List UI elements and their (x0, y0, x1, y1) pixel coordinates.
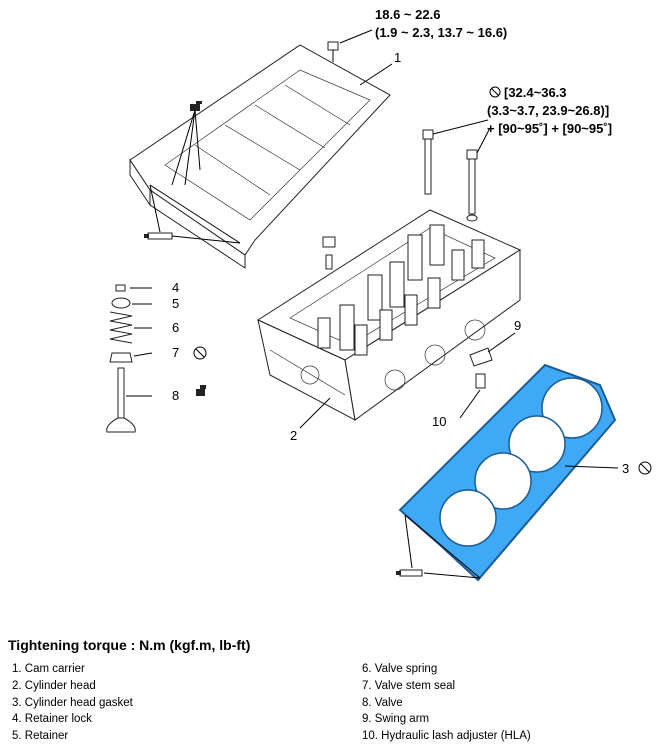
legend-right-column: 6. Valve spring 7. Valve stem seal 8. Va… (362, 661, 531, 745)
label-10: 10 (432, 414, 446, 429)
valve-train (317, 224, 485, 356)
legend-item: 9. Swing arm (362, 713, 430, 726)
valve (106, 367, 136, 433)
head-dowel (322, 236, 336, 270)
legend-item: 8. Valve (362, 696, 403, 709)
circle-slash-icon (489, 86, 501, 98)
sealant-icon (196, 385, 206, 396)
label-4: 4 (172, 280, 179, 295)
legend-item: 1. Cam carrier (12, 663, 85, 675)
label-7: 7 (172, 345, 179, 360)
valve-spring (109, 311, 133, 344)
sealant-tube-icon (144, 232, 173, 240)
head-bolt-right (466, 149, 478, 222)
circle-slash-icon (193, 346, 207, 360)
head-bolt-left (422, 129, 434, 195)
swing-arm (469, 347, 493, 367)
legend-item: 4. Retainer lock (12, 713, 92, 726)
legend-item: 2. Cylinder head (12, 679, 96, 692)
torque-head-line2: (3.3~3.7, 23.9~26.8)] (487, 103, 609, 118)
cylinder-head-gasket (398, 363, 617, 582)
cam-carrier-bolt (327, 41, 339, 62)
torque-carrier-line2: (1.9 ~ 2.3, 13.7 ~ 16.6) (375, 25, 507, 40)
circle-slash-icon (638, 461, 652, 475)
label-2: 2 (290, 428, 297, 443)
label-1: 1 (394, 50, 401, 65)
sealant-tube-icon (396, 569, 423, 577)
torque-carrier-line1: 18.6 ~ 22.6 (375, 7, 440, 22)
exploded-view-diagram: 18.6 ~ 22.6 (1.9 ~ 2.3, 13.7 ~ 16.6) 1 [… (106, 7, 652, 582)
label-5: 5 (172, 296, 179, 311)
legend-item: 6. Valve spring (362, 663, 438, 675)
cam-carrier (129, 44, 391, 269)
valve-stem-seal (109, 352, 133, 363)
legend-item: 7. Valve stem seal (362, 679, 456, 692)
label-3: 3 (622, 461, 629, 476)
sealant-icon (190, 101, 202, 111)
torque-head-line3: + [90~95˚] + [90~95˚] (487, 121, 612, 136)
retainer (111, 297, 131, 309)
retainer-lock (115, 284, 126, 292)
label-9: 9 (514, 318, 521, 333)
legend-item: 10. Hydraulic lash adjuster (HLA) (362, 730, 531, 743)
hydraulic-lash-adjuster (475, 373, 486, 389)
label-8: 8 (172, 388, 179, 403)
label-6: 6 (172, 320, 179, 335)
legend-left-column: 1. Cam carrier 2. Cylinder head 3. Cylin… (12, 661, 133, 745)
torque-heading: Tightening torque : N.m (kgf.m, lb-ft) (8, 637, 251, 653)
legend-item: 3. Cylinder head gasket (12, 696, 133, 709)
torque-head-line1: [32.4~36.3 (504, 85, 567, 100)
legend-item: 5. Retainer (12, 730, 69, 743)
